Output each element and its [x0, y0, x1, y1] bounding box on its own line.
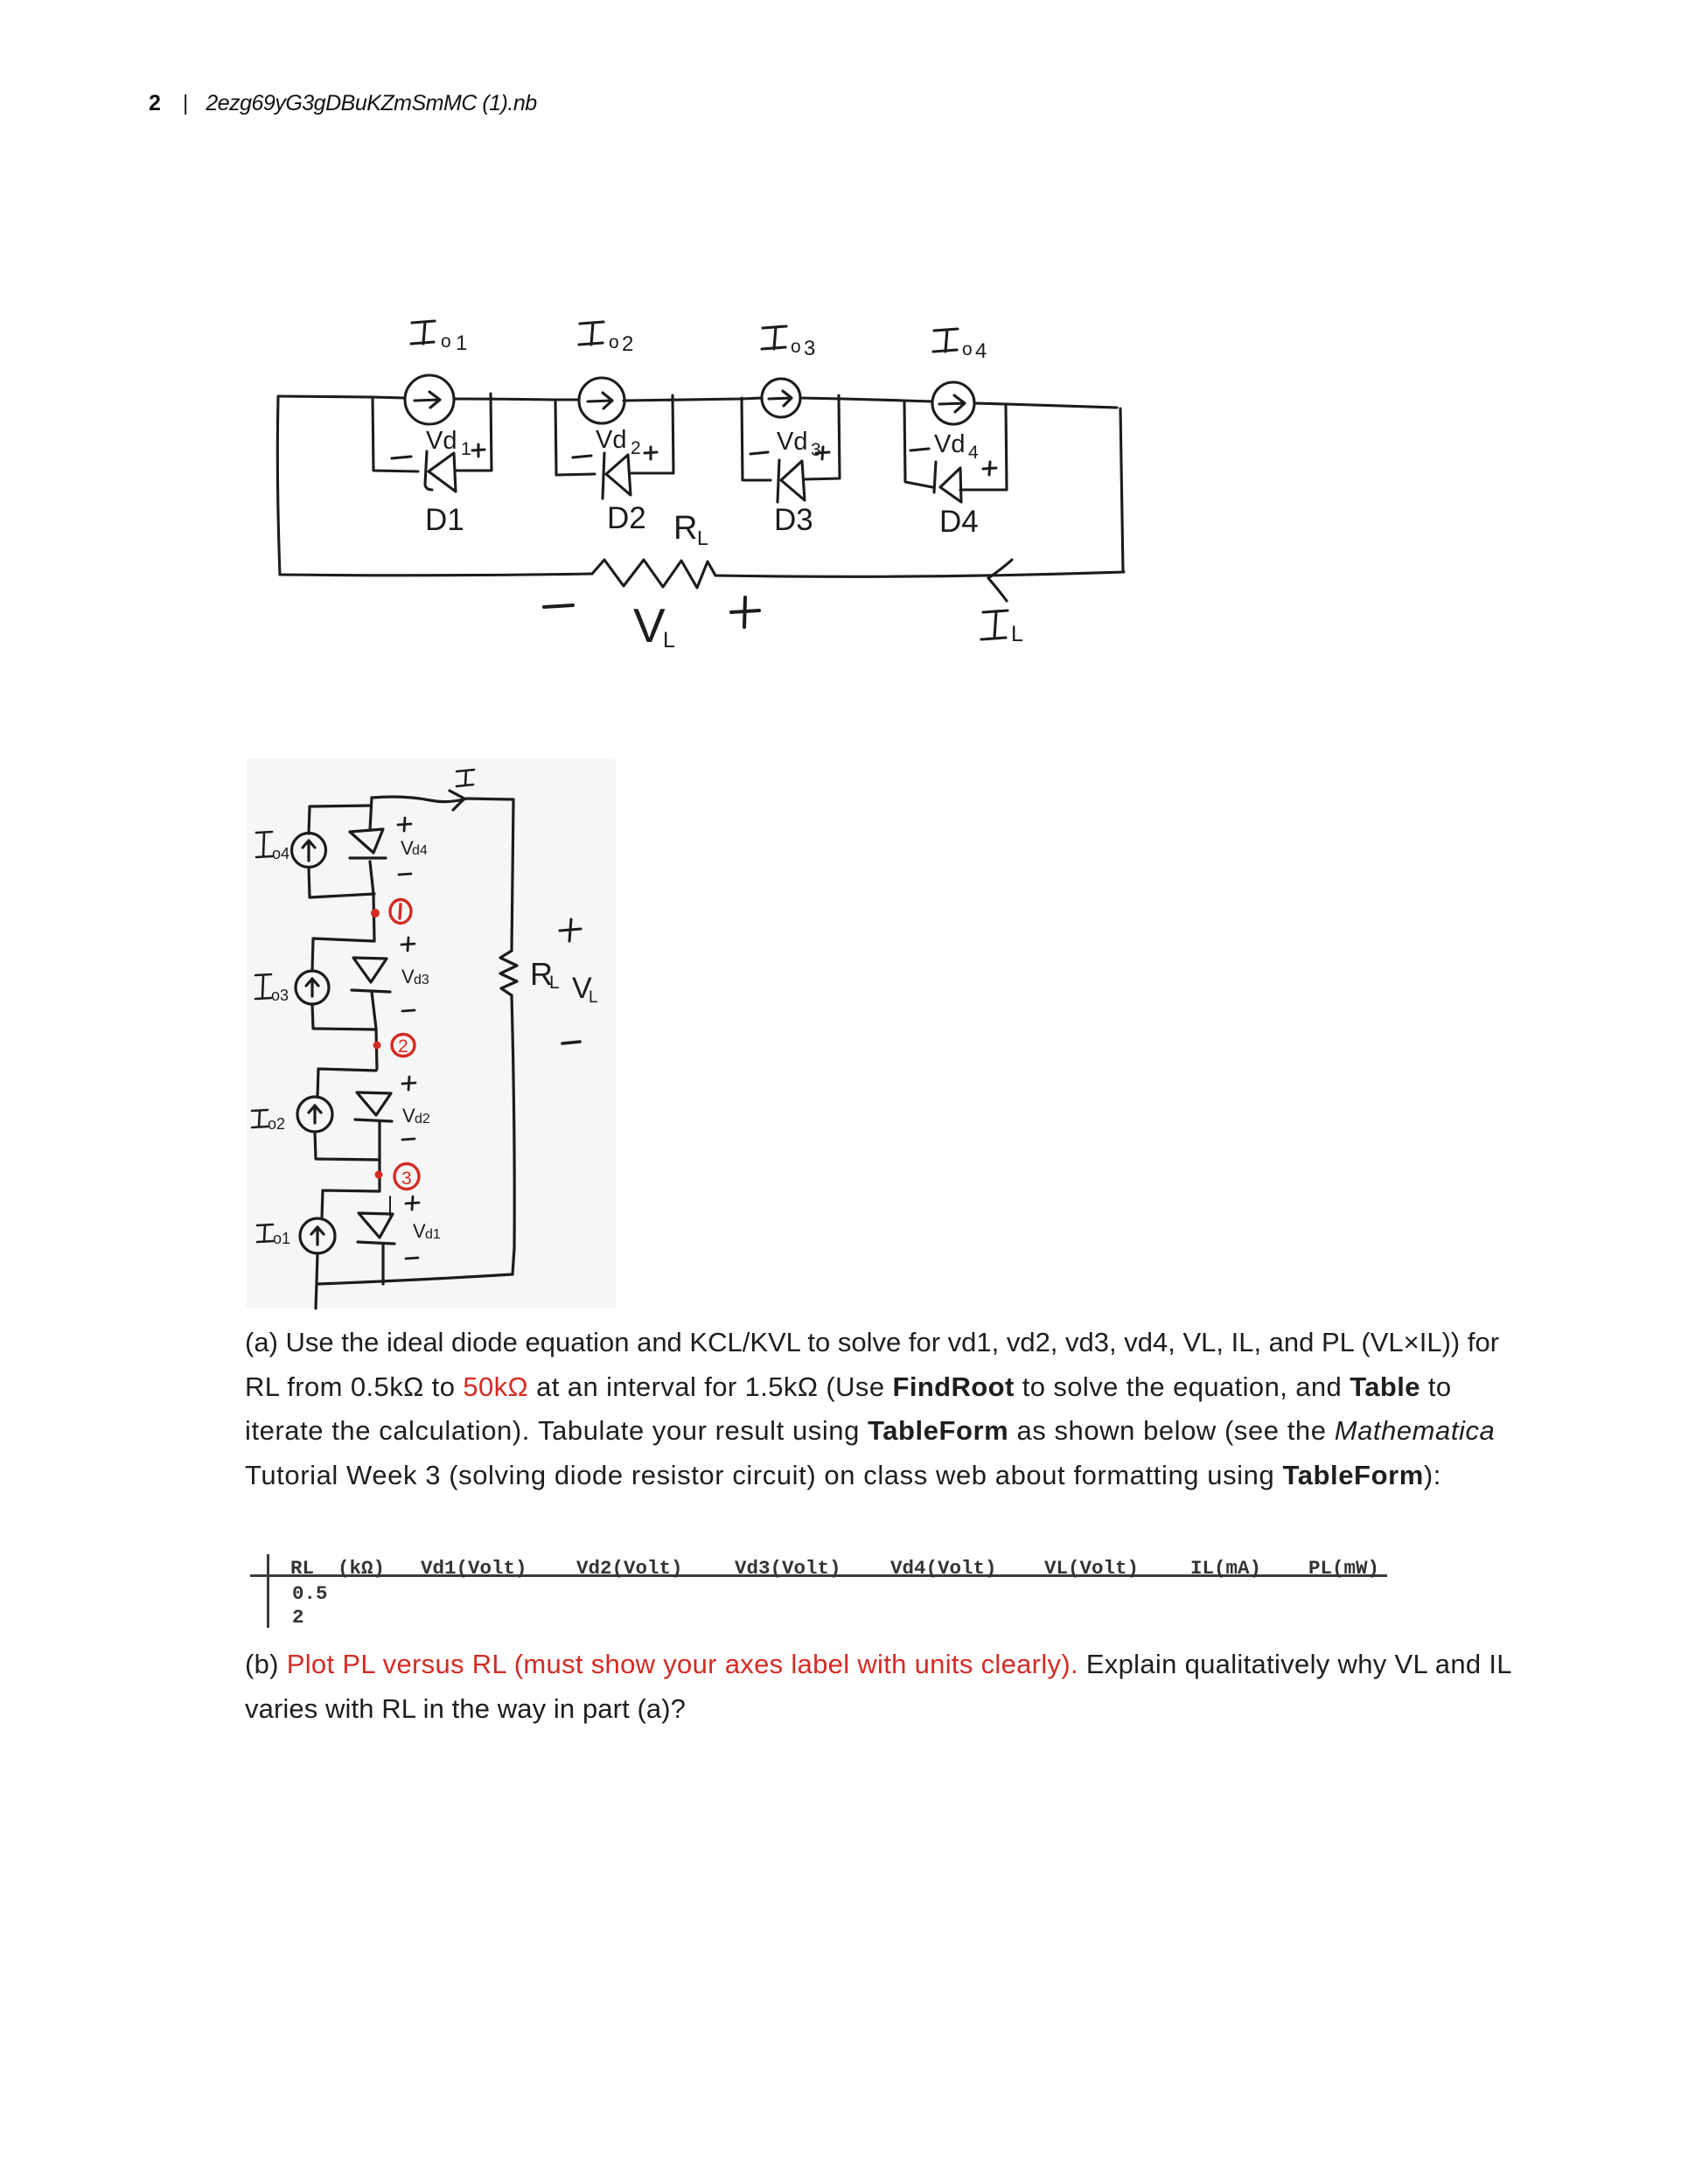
svg-text:V: V: [401, 966, 415, 987]
svg-text:D4: D4: [939, 505, 979, 539]
svg-text:L: L: [589, 988, 598, 1007]
svg-text:Vd: Vd: [426, 427, 457, 455]
svg-text:o1: o1: [273, 1230, 290, 1247]
svg-text:1: 1: [461, 439, 471, 459]
svg-text:o: o: [441, 331, 451, 352]
svg-text:o4: o4: [272, 845, 289, 862]
svg-text:V: V: [413, 1220, 426, 1242]
svg-text:D1: D1: [425, 503, 464, 537]
svg-text:4: 4: [975, 339, 987, 363]
svg-text:Vd: Vd: [934, 430, 965, 458]
svg-text:3: 3: [804, 337, 815, 360]
svg-text:o: o: [609, 332, 619, 352]
svg-text:L: L: [663, 628, 675, 652]
svg-text:V: V: [572, 972, 592, 1005]
svg-text:Vd: Vd: [596, 426, 626, 454]
svg-text:V: V: [633, 598, 666, 652]
svg-text:L: L: [549, 973, 560, 993]
svg-text:d3: d3: [414, 973, 429, 987]
svg-text:2: 2: [631, 438, 641, 458]
svg-text:o: o: [962, 339, 973, 359]
svg-text:D2: D2: [607, 501, 646, 535]
svg-text:1: 1: [456, 331, 467, 355]
svg-text:d4: d4: [412, 843, 428, 858]
svg-text:R: R: [673, 510, 697, 547]
svg-text:Vd: Vd: [777, 428, 807, 456]
svg-text:o2: o2: [268, 1115, 285, 1133]
svg-text:D3: D3: [774, 503, 813, 537]
svg-text:L: L: [1011, 622, 1023, 646]
svg-text:2: 2: [398, 1036, 408, 1057]
svg-text:2: 2: [622, 332, 633, 356]
svg-text:o: o: [791, 337, 801, 357]
svg-text:d1: d1: [425, 1227, 441, 1242]
svg-text:4: 4: [968, 443, 979, 463]
svg-text:L: L: [697, 527, 708, 549]
svg-text:o3: o3: [271, 987, 289, 1004]
svg-text:R: R: [530, 956, 553, 992]
svg-text:d2: d2: [415, 1112, 430, 1127]
svg-text:3: 3: [401, 1169, 412, 1189]
svg-text:3: 3: [811, 440, 821, 460]
svg-text:V: V: [402, 1105, 415, 1127]
svg-text:V: V: [401, 837, 414, 859]
